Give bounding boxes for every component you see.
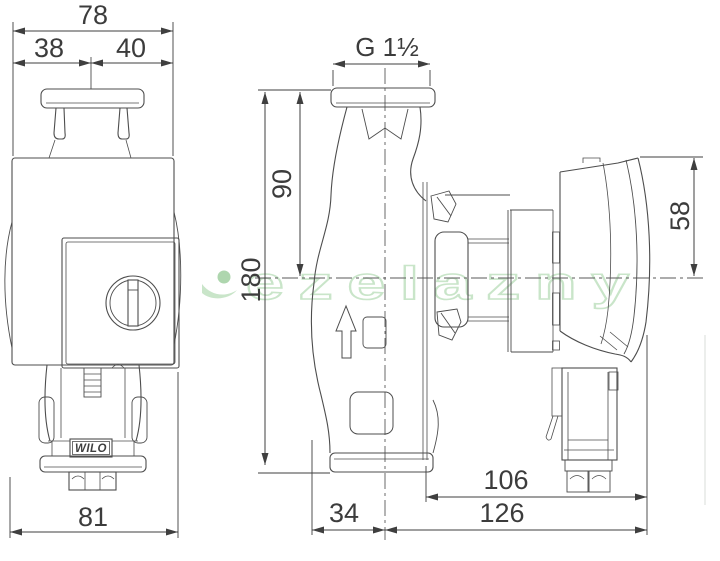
pump-head-housing [434, 231, 469, 328]
lower-body-inner-lines [60, 368, 126, 438]
vent-ladder-rungs [84, 373, 101, 393]
watermark: ezelazny [202, 256, 706, 505]
flow-direction-arrow [335, 304, 357, 359]
endcap-arc-outer [630, 157, 651, 363]
clamp-bottom-diagonal [440, 312, 456, 334]
terminal-box-inner-lines [567, 372, 609, 460]
motor-end-cap [559, 157, 651, 363]
endcap-arc-1 [600, 162, 612, 345]
clamp-bottom [436, 308, 462, 341]
tie-bolt-lines [468, 238, 509, 322]
bottom-union-dividers [84, 472, 101, 490]
vent-ladder [83, 367, 102, 398]
clamp-details [430, 190, 462, 341]
flange-leg-right [117, 107, 130, 140]
dim-label-width-right: 40 [116, 33, 146, 63]
dim-label-motor-depth: 106 [483, 465, 528, 495]
clamp-top-diagonal [436, 196, 452, 217]
ext-thread [332, 70, 431, 86]
top-flange-front [40, 88, 145, 109]
dim-label-width-left: 38 [34, 33, 64, 63]
base-neck-lines [51, 441, 135, 456]
endcap-bottom-edge [559, 330, 632, 363]
cable-lines [545, 415, 559, 441]
dimension-lines [10, 30, 695, 533]
endcap-top-edge [559, 157, 639, 173]
side-wing-right [131, 396, 148, 444]
housing-bulge-left [4, 221, 13, 349]
volute-left-outline [310, 106, 348, 454]
dim-label-base-width: 81 [78, 502, 108, 532]
dimension-arrowheads [10, 27, 698, 536]
base-flange-front [39, 455, 147, 473]
body-detail-block [362, 316, 387, 349]
wilo-logo-text: WILO [75, 443, 107, 455]
watermark-leaf-dot-icon [217, 270, 231, 284]
clamp-top [430, 190, 457, 223]
dim-label-port-to-port: 180 [236, 257, 266, 302]
motor-body-lines [445, 194, 553, 353]
terminal-box [545, 367, 619, 493]
neck-relief-detail [361, 108, 409, 140]
control-box-outer [61, 237, 180, 369]
bottom-union-block [68, 471, 117, 491]
top-flange-side [330, 87, 436, 108]
terminal-base [564, 459, 613, 472]
endcap-arc-2 [623, 159, 638, 355]
dim-label-thread: G 1½ [355, 32, 419, 62]
nameplate [349, 391, 394, 435]
logo-plate-inner [72, 441, 110, 455]
extension-lines [9, 22, 703, 538]
flange-leg-left [53, 107, 66, 140]
bottom-flange-side [329, 452, 434, 473]
housing-bulge-right [173, 211, 182, 346]
knob-outer-ring [105, 275, 161, 331]
dim-label-total-width: 78 [78, 0, 108, 30]
bottom-union-arcs [71, 475, 115, 480]
dim-label-total-depth: 126 [479, 498, 524, 528]
lower-body-left [44, 364, 51, 442]
logo-plate-outer [69, 438, 113, 458]
watermark-swoosh-icon [202, 284, 237, 299]
pump-housing-edge-lines [422, 182, 428, 460]
terminal-box-bottom-lines [564, 439, 614, 451]
volute-lower-right [432, 399, 439, 454]
dim-label-motor-top: 58 [665, 201, 695, 231]
dim-label-axis-offset: 34 [329, 498, 359, 528]
endcap-top-bump [582, 157, 601, 163]
terminal-feet-arcs [569, 475, 607, 480]
terminal-foot-right [588, 470, 611, 493]
neck-lines [48, 139, 132, 159]
cable-gland [551, 367, 563, 417]
knob-slot [127, 279, 139, 327]
watermark-text: ezelazny [246, 257, 644, 309]
terminal-foot-left [566, 470, 589, 493]
control-box-inner [65, 241, 176, 365]
centerlines [255, 68, 703, 540]
dimension-labels: 78 38 40 G 1½ 90 180 58 81 34 106 126 [34, 0, 695, 532]
lower-body-right [135, 364, 142, 442]
motor-flange-lines [507, 210, 512, 352]
endcap-bottom-hatch [599, 331, 629, 351]
selector-knob [105, 275, 161, 331]
vent-slot-bottom [552, 340, 560, 351]
terminal-box-tab [608, 371, 619, 391]
dim-label-port-to-axis: 90 [267, 169, 297, 199]
wilo-logo-plate [69, 438, 113, 458]
side-wing-left [38, 396, 55, 444]
side-view [310, 87, 651, 493]
motor-box [11, 157, 175, 366]
volute-right-outline [410, 106, 427, 202]
front-view [4, 57, 182, 491]
control-box-notch [111, 364, 125, 369]
